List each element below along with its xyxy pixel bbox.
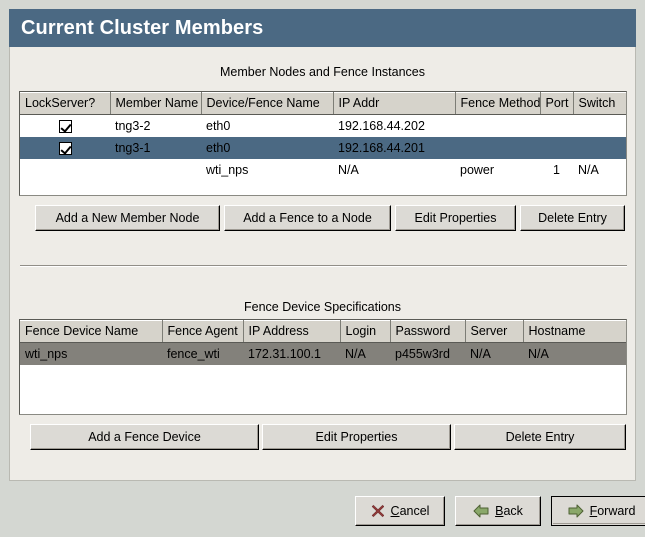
cell-switch: N/A <box>578 162 599 177</box>
forward-button[interactable]: Forward <box>551 496 645 526</box>
member-nodes-table[interactable]: LockServer? Member Name Device/Fence Nam… <box>19 91 627 196</box>
column-header-fence-agent[interactable]: Fence Agent <box>162 320 244 343</box>
cell-ip-addr: 192.168.44.202 <box>338 118 425 133</box>
cell-member-name: tng3-2 <box>115 118 151 133</box>
column-header-lockserver[interactable]: LockServer? <box>20 92 111 115</box>
cell-hostname: N/A <box>523 342 626 365</box>
table-row[interactable]: tng3-2 eth0 192.168.44.202 <box>20 115 626 137</box>
fence-section-caption: Fence Device Specifications <box>243 300 402 314</box>
forward-button-label: Forward <box>589 504 636 518</box>
cell-password: p455w3rd <box>390 342 465 365</box>
add-fence-to-node-button[interactable]: Add a Fence to a Node <box>224 205 391 231</box>
fence-delete-entry-button[interactable]: Delete Entry <box>454 424 626 450</box>
cancel-button[interactable]: Cancel <box>355 496 445 526</box>
fence-devices-table[interactable]: Fence Device Name Fence Agent IP Address… <box>19 319 627 415</box>
table-row[interactable]: wti_nps N/A power 1 N/A <box>20 159 626 181</box>
cell-ip-addr: 192.168.44.201 <box>333 136 455 159</box>
cell-fence-agent: fence_wti <box>162 342 243 365</box>
cell-device-fence-name: eth0 <box>206 118 231 133</box>
close-x-icon <box>371 504 385 518</box>
cell-device-fence-name: wti_nps <box>206 162 249 177</box>
column-header-ip-address[interactable]: IP Address <box>243 320 341 343</box>
table-row[interactable]: wti_nps fence_wti 172.31.100.1 N/A p455w… <box>20 342 626 365</box>
cell-fence-device-name: wti_nps <box>20 342 162 365</box>
column-header-switch[interactable]: Switch <box>573 92 626 115</box>
back-button-label: Back <box>495 504 523 518</box>
cell-port <box>540 136 573 159</box>
column-header-server[interactable]: Server <box>465 320 524 343</box>
checkbox-checked-icon[interactable] <box>58 141 72 155</box>
add-new-member-node-button[interactable]: Add a New Member Node <box>35 205 220 231</box>
table-header-row: LockServer? Member Name Device/Fence Nam… <box>20 92 626 115</box>
cell-port: 1 <box>553 162 560 177</box>
column-header-device-fence-name[interactable]: Device/Fence Name <box>201 92 334 115</box>
cell-switch <box>573 115 626 137</box>
cancel-button-label: Cancel <box>390 504 430 518</box>
back-button[interactable]: Back <box>455 496 541 526</box>
cell-switch <box>573 136 626 159</box>
cell-server: N/A <box>465 342 523 365</box>
column-header-hostname[interactable]: Hostname <box>523 320 626 343</box>
member-section-caption: Member Nodes and Fence Instances <box>220 65 425 79</box>
cell-member-name <box>110 159 201 181</box>
section-separator <box>20 265 627 267</box>
content-panel: Member Nodes and Fence Instances LockSer… <box>9 47 636 481</box>
cell-lockserver <box>20 159 110 181</box>
column-header-fence-device-name[interactable]: Fence Device Name <box>20 320 163 343</box>
column-header-fence-method[interactable]: Fence Method <box>455 92 541 115</box>
page-title: Current Cluster Members <box>21 16 264 39</box>
arrow-right-icon <box>568 504 584 518</box>
cell-fence-method: power <box>460 162 495 177</box>
table-header-row: Fence Device Name Fence Agent IP Address… <box>20 320 626 343</box>
cell-ip-addr: N/A <box>338 162 359 177</box>
column-header-member-name[interactable]: Member Name <box>110 92 202 115</box>
cell-lockserver[interactable] <box>20 115 110 137</box>
table-row[interactable]: tng3-1 eth0 192.168.44.201 <box>20 136 626 159</box>
column-header-login[interactable]: Login <box>340 320 391 343</box>
cell-member-name: tng3-1 <box>110 136 201 159</box>
fence-edit-properties-button[interactable]: Edit Properties <box>262 424 451 450</box>
arrow-left-icon <box>473 504 489 518</box>
column-header-ip-addr[interactable]: IP Addr <box>333 92 456 115</box>
fence-devices-grid: Fence Device Name Fence Agent IP Address… <box>20 320 626 365</box>
member-edit-properties-button[interactable]: Edit Properties <box>395 205 516 231</box>
column-header-password[interactable]: Password <box>390 320 466 343</box>
cell-device-fence-name: eth0 <box>201 136 333 159</box>
cell-ip-address: 172.31.100.1 <box>243 342 340 365</box>
member-delete-entry-button[interactable]: Delete Entry <box>520 205 625 231</box>
column-header-port[interactable]: Port <box>540 92 574 115</box>
add-fence-device-button[interactable]: Add a Fence Device <box>30 424 259 450</box>
member-nodes-grid: LockServer? Member Name Device/Fence Nam… <box>20 92 626 181</box>
cell-login: N/A <box>340 342 390 365</box>
titlebar: Current Cluster Members <box>9 9 636 47</box>
cell-lockserver[interactable] <box>20 136 110 159</box>
navigation-bar: Cancel Back Forward <box>9 481 645 528</box>
cell-fence-method <box>455 115 540 137</box>
cell-fence-method <box>455 136 540 159</box>
checkbox-checked-icon[interactable] <box>58 119 72 133</box>
cell-port <box>540 115 573 137</box>
